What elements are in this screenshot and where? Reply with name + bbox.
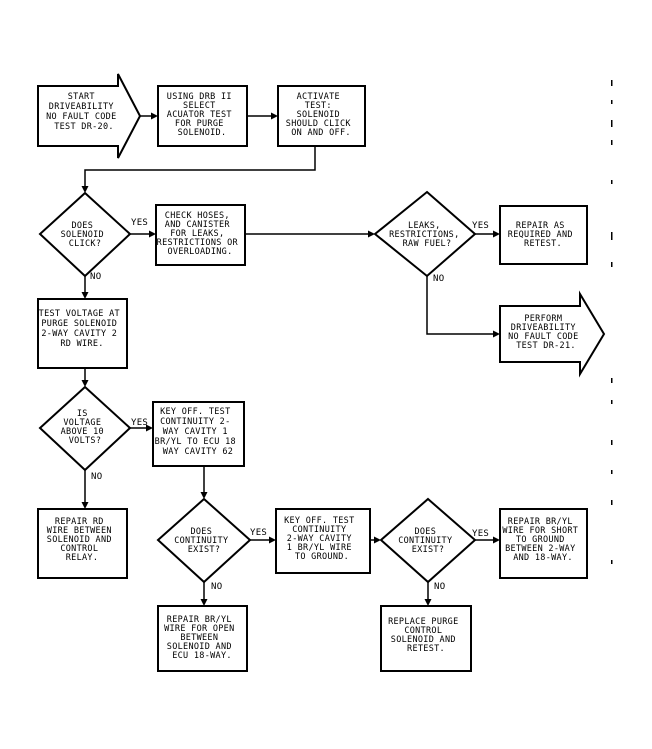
no-label: NO <box>91 472 102 482</box>
continuity-1-text: DOES CONTINUITY EXIST? <box>174 527 234 555</box>
continuity-decision-1: DOES CONTINUITY EXIST? <box>156 497 252 584</box>
yes-label: YES <box>472 529 489 539</box>
check-hoses-box: CHECK HOSES, AND CANISTER FOR LEAKS, RES… <box>155 204 246 266</box>
test-voltage-text: TEST VOLTAGE AT PURGE SOLENOID 2-WAY CAV… <box>39 309 126 349</box>
start-text: START DRIVEABILITY NO FAULT CODE TEST DR… <box>46 92 122 132</box>
yes-label: YES <box>250 528 267 538</box>
scan-edge-marks <box>611 80 613 564</box>
no-label: NO <box>434 582 445 592</box>
replace-purge-box: REPLACE PURGE CONTROL SOLENOID AND RETES… <box>380 605 472 672</box>
solenoid-click-text: DOES SOLENOID CLICK? <box>61 221 110 249</box>
key-off-continuity-ground-text: KEY OFF. TEST CONTINUITY 2-WAY CAVITY 1 … <box>284 516 360 562</box>
start-terminal: START DRIVEABILITY NO FAULT CODE TEST DR… <box>37 73 142 159</box>
key-off-continuity-ecu-box: KEY OFF. TEST CONTINUITY 2- WAY CAVITY 1… <box>152 401 245 467</box>
connectors <box>81 112 500 606</box>
perform-dr21-text: PERFORM DRIVEABILITY NO FAULT CODE TEST … <box>508 314 584 351</box>
repair-open-text: REPAIR BR/YL WIRE FOR OPEN BETWEEN SOLEN… <box>164 615 240 661</box>
yes-label: YES <box>131 218 148 228</box>
no-label: NO <box>211 582 222 592</box>
repair-short-box: REPAIR BR/YL WIRE FOR SHORT TO GROUND BE… <box>499 508 588 579</box>
repair-short-text: REPAIR BR/YL WIRE FOR SHORT TO GROUND BE… <box>502 517 583 563</box>
select-actuator-text: USING DRB II SELECT ACUATOR TEST FOR PUR… <box>167 92 237 138</box>
activate-test-text: ACTIVATE TEST: SOLENOID SHOULD CLICK ON … <box>286 92 356 138</box>
continuity-decision-2: DOES CONTINUITY EXIST? <box>379 497 477 584</box>
yes-label: YES <box>472 221 489 231</box>
repair-open-box: REPAIR BR/YL WIRE FOR OPEN BETWEEN SOLEN… <box>157 605 248 672</box>
solenoid-click-decision: DOES SOLENOID CLICK? <box>38 191 132 278</box>
key-off-continuity-ground-box: KEY OFF. TEST CONTINUITY 2-WAY CAVITY 1 … <box>275 508 371 574</box>
replace-purge-text: REPLACE PURGE CONTROL SOLENOID AND RETES… <box>388 617 464 654</box>
no-label: NO <box>90 272 101 282</box>
no-label: NO <box>433 274 444 284</box>
repair-retest-box: REPAIR AS REQUIRED AND RETEST. <box>499 205 588 265</box>
perform-dr21-terminal: PERFORM DRIVEABILITY NO FAULT CODE TEST … <box>499 290 606 378</box>
yes-label: YES <box>131 418 148 428</box>
leaks-decision: LEAKS, RESTRICTIONS, RAW FUEL? <box>373 190 477 278</box>
test-voltage-box: TEST VOLTAGE AT PURGE SOLENOID 2-WAY CAV… <box>37 298 128 369</box>
key-off-continuity-ecu-text: KEY OFF. TEST CONTINUITY 2- WAY CAVITY 1… <box>155 407 242 457</box>
branch-labels: YES NO YES NO YES NO YES NO YES NO <box>90 218 489 592</box>
check-hoses-text: CHECK HOSES, AND CANISTER FOR LEAKS, RES… <box>157 211 244 257</box>
repair-rd-wire-text: REPAIR RD WIRE BETWEEN SOLENOID AND CONT… <box>47 517 117 563</box>
voltage-decision: IS VOLTAGE ABOVE 10 VOLTS? <box>38 385 132 472</box>
voltage-text: IS VOLTAGE ABOVE 10 VOLTS? <box>61 409 110 446</box>
activate-test-box: ACTIVATE TEST: SOLENOID SHOULD CLICK ON … <box>277 85 366 147</box>
continuity-2-text: DOES CONTINUITY EXIST? <box>398 527 458 555</box>
repair-retest-text: REPAIR AS REQUIRED AND RETEST. <box>508 221 578 249</box>
repair-rd-wire-box: REPAIR RD WIRE BETWEEN SOLENOID AND CONT… <box>37 508 128 579</box>
select-actuator-box: USING DRB II SELECT ACUATOR TEST FOR PUR… <box>157 85 248 147</box>
leaks-text: LEAKS, RESTRICTIONS, RAW FUEL? <box>389 221 465 249</box>
